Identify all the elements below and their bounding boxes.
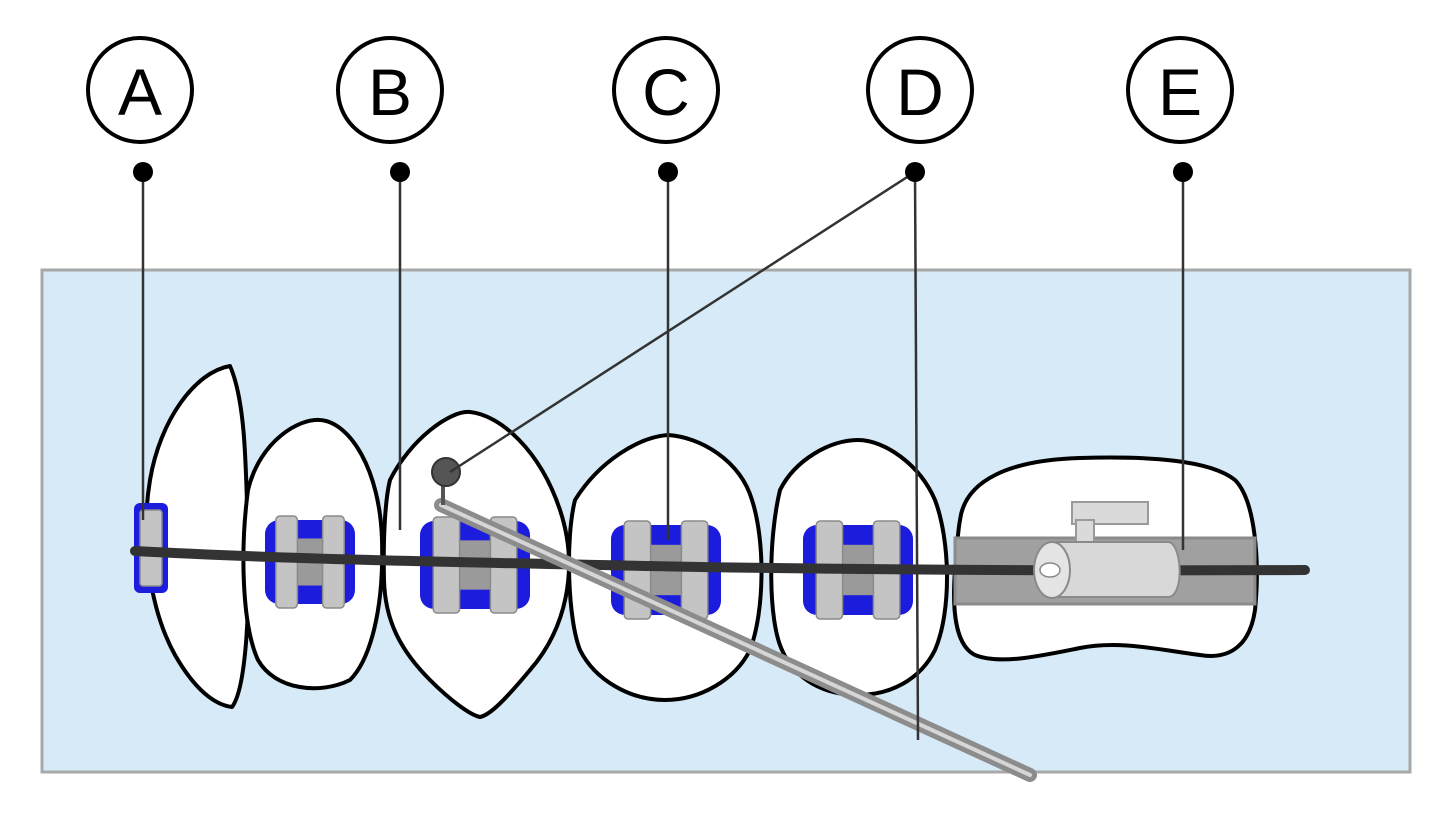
- leader-line-d-1: [449, 170, 916, 474]
- callout-labels: A B C D E: [86, 36, 1234, 144]
- callout-text-c: C: [642, 55, 690, 129]
- facebow-wire-inner: [439, 503, 1032, 777]
- callout-text-e: E: [1158, 55, 1202, 129]
- callout-a: A: [86, 36, 194, 144]
- callout-c: C: [612, 36, 720, 144]
- callout-circle-b: [336, 36, 444, 144]
- callout-text-b: B: [368, 55, 412, 129]
- leader-dots: [133, 162, 1193, 182]
- callout-d: D: [866, 36, 974, 144]
- callout-circle-a: [86, 36, 194, 144]
- callout-text-a: A: [118, 55, 162, 129]
- leader-dot-a: [133, 162, 153, 182]
- leader-line-d-2: [913, 171, 920, 741]
- tube-hook-stem: [1075, 519, 1095, 543]
- buccal-tube-hole: [1039, 562, 1061, 578]
- hook-ball: [431, 457, 461, 487]
- leader-lines: [141, 170, 1185, 741]
- leader-dot-b: [390, 162, 410, 182]
- callout-text-d: D: [896, 55, 944, 129]
- callout-circle-d: [866, 36, 974, 144]
- headgear-group: [431, 457, 1037, 782]
- callout-b: B: [336, 36, 444, 144]
- leader-dot-d: [905, 162, 925, 182]
- callout-circle-e: [1126, 36, 1234, 144]
- callout-e: E: [1126, 36, 1234, 144]
- leader-dot-c: [658, 162, 678, 182]
- leader-dot-e: [1173, 162, 1193, 182]
- buccal-tube-group: [1033, 501, 1181, 599]
- callout-circle-c: [612, 36, 720, 144]
- tube-hook: [1071, 501, 1149, 525]
